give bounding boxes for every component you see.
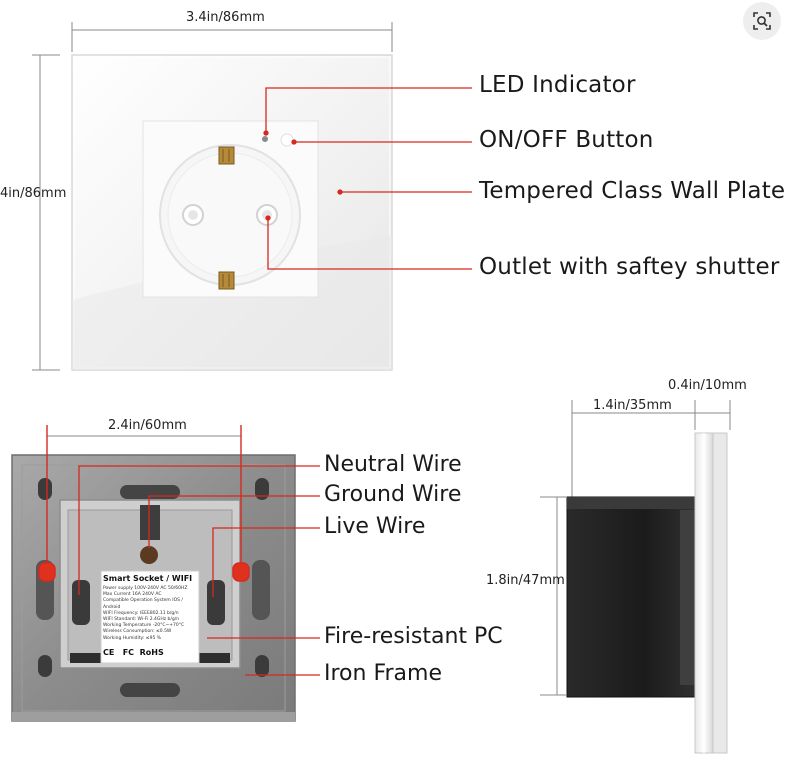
front-callout-lines — [263, 87, 472, 270]
product-label-title: Smart Socket / WIFI — [103, 574, 193, 583]
front-width-label: 3.4in/86mm — [186, 10, 265, 25]
product-label-line: Working Temperature -20°C~+70°C — [103, 623, 185, 629]
front-height-label: 4in/86mm — [0, 186, 67, 201]
product-label-line: Wireless Consumption: ≤0.5W — [103, 629, 172, 635]
front-socket-insert — [142, 120, 319, 298]
callout-wall-plate: Tempered Class Wall Plate — [479, 178, 786, 204]
callout-outlet-shutter: Outlet with saftey shutter — [479, 254, 780, 280]
product-label: Smart Socket / WIFI Power supply 100V-24… — [103, 574, 197, 657]
callout-live-wire: Live Wire — [324, 514, 426, 539]
side-depth-label: 1.4in/35mm — [593, 398, 672, 413]
product-label-line: Power supply 100V-240V AC 50/60HZ — [103, 586, 188, 591]
side-plate-label: 0.4in/10mm — [668, 378, 747, 393]
callout-neutral-wire: Neutral Wire — [324, 452, 462, 477]
callout-on-off-button: ON/OFF Button — [479, 127, 654, 153]
side-height-label: 1.8in/47mm — [486, 573, 565, 588]
back-callout-lines — [78, 465, 320, 676]
callout-fire-resistant-pc: Fire-resistant PC — [324, 624, 503, 649]
product-label-line: Compatible Operation System IOS / Androi… — [103, 598, 183, 610]
side-profile — [566, 432, 728, 754]
side-dimensions — [540, 400, 731, 696]
back-product-label — [100, 570, 200, 664]
front-width-dimension — [71, 22, 393, 52]
product-label-line: WIFI Standard: Wi-Fi 2.4GHz b/g/n — [103, 617, 180, 623]
front-height-dimension — [32, 54, 60, 371]
fc-mark: FC — [122, 647, 135, 657]
ce-mark: CE — [103, 647, 115, 657]
rohs-mark: RoHS — [139, 647, 164, 657]
back-width-label: 2.4in/60mm — [108, 418, 187, 433]
product-label-line: WIFI Frequency: IEEE802.11 b/g/n — [103, 610, 179, 616]
visual-search-icon — [753, 12, 771, 30]
callout-led-indicator: LED Indicator — [479, 72, 636, 98]
product-label-line: Working Humidity: ≤95 % — [103, 635, 162, 641]
product-label-line: Max Current 16A 240V AC — [103, 592, 162, 598]
back-wire-markers — [38, 425, 250, 582]
callout-ground-wire: Ground Wire — [324, 482, 462, 507]
visual-search-button[interactable] — [743, 2, 781, 40]
callout-iron-frame: Iron Frame — [324, 661, 442, 686]
